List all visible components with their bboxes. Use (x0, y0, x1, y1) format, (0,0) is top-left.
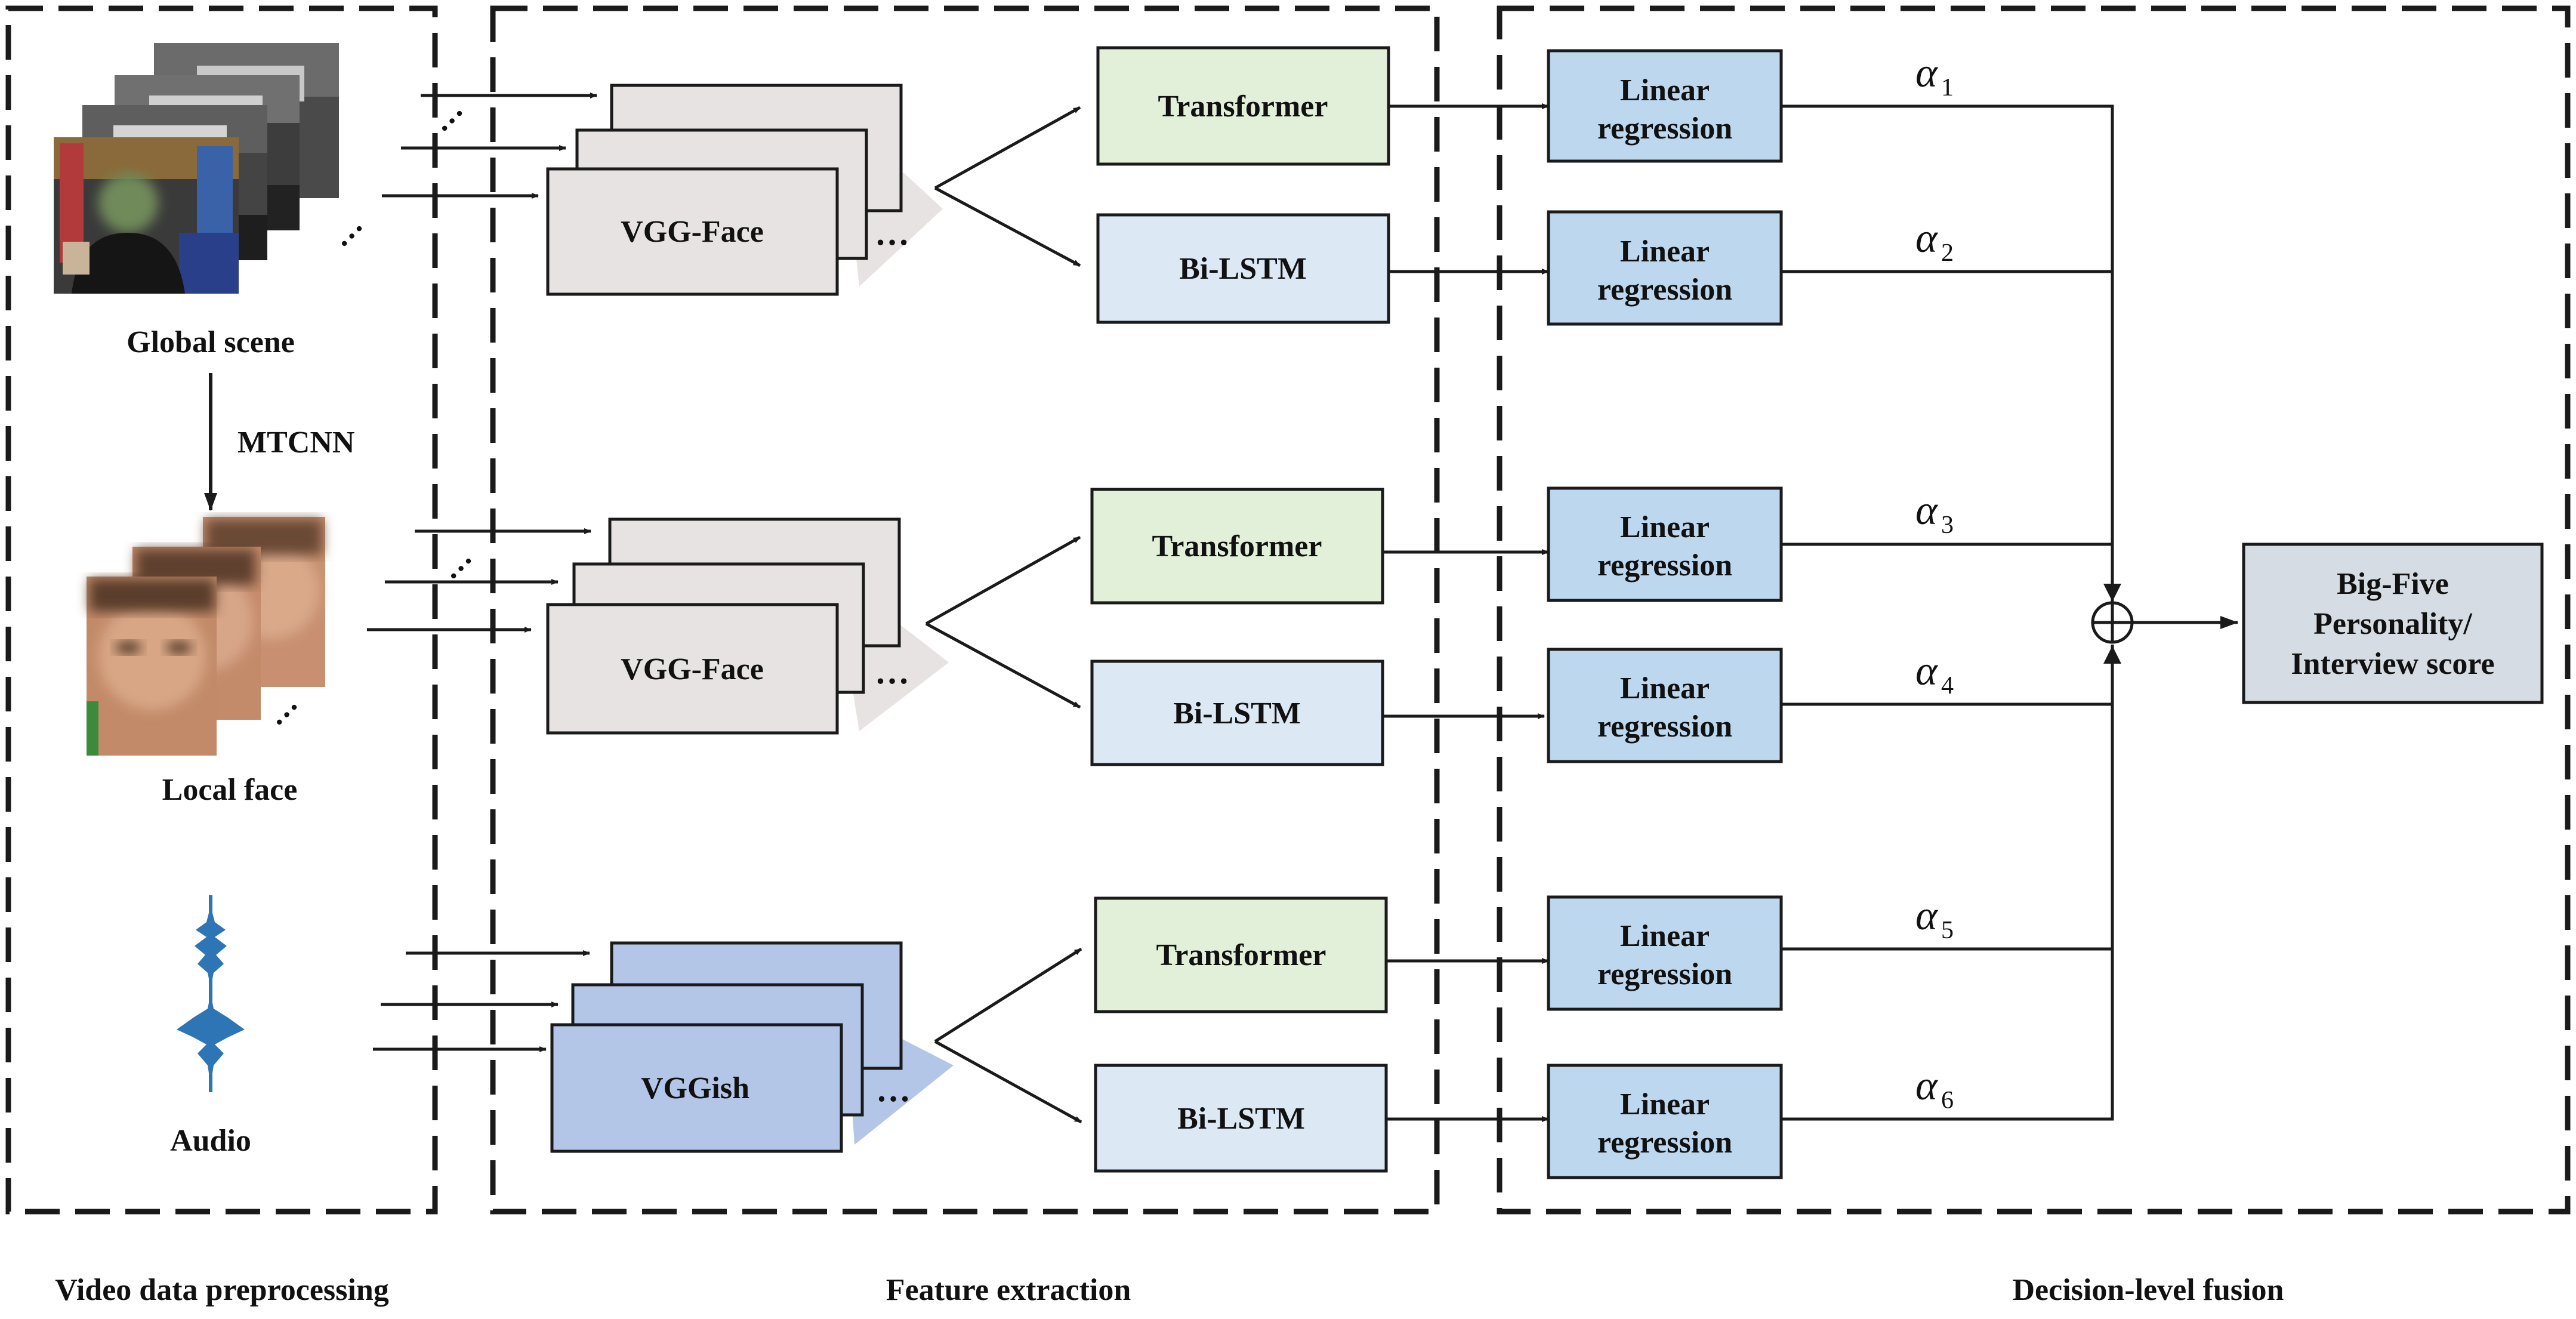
alpha-5-symbol: α (1915, 893, 1938, 939)
linear-regression-6: Linear regression (1547, 1064, 1783, 1179)
alpha-5-subscript: 5 (1941, 917, 1954, 944)
label-audio: Audio (170, 1124, 251, 1158)
bilstm-2-box (1090, 660, 1384, 766)
vgg-face-1-block (546, 167, 839, 296)
alpha-6-subscript: 6 (1941, 1087, 1954, 1114)
alpha-weight-6: α 6 (1915, 1063, 1954, 1114)
linear-regression-2-line1: Linear (1620, 235, 1710, 269)
fusion-lines (1781, 104, 2114, 1121)
ellipsis-global-2: … (323, 208, 369, 254)
transformer-2-label: Transformer (1152, 529, 1322, 563)
linear-regression-6-line1: Linear (1620, 1087, 1710, 1121)
alpha-4-subscript: 4 (1941, 672, 1954, 699)
bilstm-1-box (1096, 213, 1390, 324)
linear-regression-3-line1: Linear (1620, 510, 1710, 544)
label-local-face: Local face (162, 773, 298, 807)
label-mtcnn: MTCNN (237, 426, 354, 460)
linear-regression-2-line2: regression (1597, 273, 1732, 307)
alpha-4-symbol: α (1915, 648, 1938, 694)
ellipsis-face-2: … (258, 686, 304, 732)
vgg-face-2-label: VGG-Face (621, 652, 764, 686)
alpha-3-symbol: α (1915, 488, 1938, 534)
transformer-1-label: Transformer (1158, 90, 1328, 124)
fusion-arrowheads (2103, 584, 2121, 664)
output-line3: Interview score (2291, 647, 2494, 681)
bilstm-3-box (1094, 1064, 1388, 1173)
vggish-block (550, 1023, 843, 1153)
alpha-weight-4: α 4 (1915, 648, 1954, 699)
extraction-frame (490, 5, 1440, 1215)
vgg-face-2-block (546, 603, 839, 735)
regression-arrows (1383, 103, 1549, 1122)
face-crop-front (87, 577, 217, 756)
bilstm-2-label: Bi-LSTM (1173, 697, 1301, 731)
linear-regression-1: Linear regression (1547, 49, 1783, 163)
alpha-3-subscript: 3 (1941, 511, 1954, 539)
linear-regression-5-line1: Linear (1620, 919, 1710, 953)
alpha-2-symbol: α (1915, 215, 1938, 261)
input-arrows (367, 93, 597, 1052)
global-scene-frames (54, 43, 339, 294)
linear-regression-4-line1: Linear (1620, 671, 1710, 705)
vggish-label: VGGish (641, 1071, 749, 1105)
transformer-3-box (1094, 896, 1388, 1013)
alpha-1-symbol: α (1915, 50, 1938, 96)
transformer-2-box (1090, 488, 1384, 605)
section-label-extraction: Feature extraction (886, 1273, 1131, 1307)
linear-regression-1-line1: Linear (1620, 73, 1710, 107)
local-face-crops (87, 517, 325, 756)
linear-regression-2: Linear regression (1547, 210, 1783, 326)
section-label-fusion: Decision-level fusion (2013, 1273, 2284, 1307)
vgg-face-2-ellipsis-tab (841, 621, 949, 731)
ellipsis-face-1: … (433, 540, 479, 586)
bilstm-1-label: Bi-LSTM (1179, 252, 1307, 286)
sum-node-icon (2091, 601, 2134, 644)
fusion-frame (1497, 5, 2571, 1215)
output-score-box: Big-Five Personality/ Interview score (2242, 543, 2544, 704)
branch-arrows (925, 106, 1082, 1124)
alpha-weight-3: α 3 (1915, 488, 1954, 539)
vgg-face-1-ellipsis: … (875, 214, 909, 252)
ellipsis-global-1: … (424, 93, 470, 138)
output-line2: Personality/ (2313, 607, 2472, 641)
alpha-6-symbol: α (1915, 1063, 1938, 1109)
preprocessing-frame (5, 5, 438, 1215)
linear-regression-4-line2: regression (1597, 710, 1732, 744)
vgg-face-1-label: VGG-Face (621, 215, 764, 249)
alpha-2-subscript: 2 (1941, 239, 1954, 267)
linear-regression-3-line2: regression (1597, 548, 1732, 583)
alpha-1-subscript: 1 (1941, 74, 1954, 101)
alpha-weight-1: α 1 (1915, 50, 1954, 101)
linear-regression-4: Linear regression (1547, 648, 1783, 763)
alpha-weight-5: α 5 (1915, 893, 1954, 944)
vggish-ellipsis: … (876, 1070, 911, 1109)
linear-regression-5: Linear regression (1547, 895, 1783, 1011)
linear-regression-3: Linear regression (1547, 486, 1783, 602)
audio-waveform-icon (177, 895, 245, 1092)
transformer-3-label: Transformer (1156, 938, 1326, 972)
alpha-weight-2: α 2 (1915, 215, 1954, 267)
video-frame-front (54, 137, 239, 294)
label-global-scene: Global scene (127, 325, 295, 359)
linear-regression-1-line2: regression (1597, 112, 1732, 146)
output-line1: Big-Five (2337, 567, 2449, 601)
linear-regression-6-line2: regression (1597, 1126, 1732, 1160)
section-label-preprocessing: Video data preprocessing (55, 1273, 389, 1307)
bilstm-3-label: Bi-LSTM (1177, 1102, 1305, 1136)
linear-regression-5-line2: regression (1597, 957, 1732, 991)
vgg-face-2-ellipsis: … (875, 652, 909, 691)
